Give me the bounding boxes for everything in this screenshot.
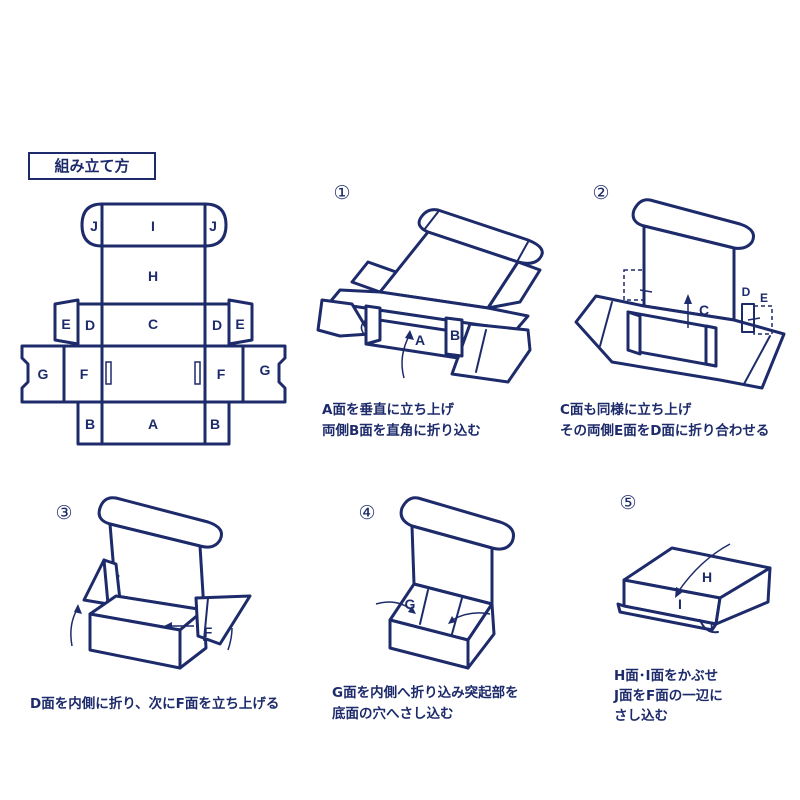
- step3-flap-f: [194, 594, 252, 646]
- step5-flap-j: [699, 619, 719, 634]
- step-1-caption-line-2: 両側B面を直角に折り込む: [322, 422, 481, 439]
- step3-arrow-right: [227, 627, 233, 651]
- net-label-i: I: [151, 218, 155, 234]
- net-label-j-left: J: [90, 218, 98, 234]
- step-5-number: ⑤: [619, 492, 636, 514]
- step5-panel-side: [714, 566, 772, 626]
- net-label-b-right: B: [210, 416, 220, 432]
- title-box: 組み立て方: [28, 152, 156, 180]
- step-3-number: ③: [55, 502, 72, 524]
- step-5-caption-line-1: H面･I面をかぶせ: [614, 668, 718, 684]
- net-panel-e-right: [227, 298, 254, 346]
- net-label-f-right: F: [217, 366, 226, 382]
- net-slot-left: [105, 361, 112, 385]
- step1-panel-b-right: [444, 316, 464, 358]
- step2-label-c: C: [699, 302, 709, 318]
- step1-flap-right-back: [486, 260, 542, 310]
- net-panel-g-right: [241, 344, 287, 404]
- step5-label-h: H: [702, 569, 712, 585]
- step2-wall-left: [626, 310, 642, 356]
- step-2-caption-line-2: その両側E面をD面に折り合わせる: [560, 422, 769, 439]
- step4-label-g: G: [405, 596, 416, 612]
- net-label-e-right: E: [235, 316, 244, 332]
- step2-label-e: E: [760, 291, 768, 305]
- net-panel-b-right: [203, 400, 231, 446]
- step5-lip: [616, 602, 718, 632]
- step4-arrow-left: [375, 601, 413, 611]
- step-1-caption-line-1: A面を垂直に立ち上げ: [322, 401, 454, 418]
- net-label-d-right: D: [212, 317, 222, 333]
- step2-label-d: D: [742, 285, 751, 299]
- net-label-g-right: G: [260, 362, 271, 378]
- step-5-caption-line-3: さし込む: [614, 707, 668, 724]
- step-2-caption-line-1: C面も同様に立ち上げ: [560, 401, 692, 418]
- step2-arrow-left: [639, 289, 653, 293]
- net-label-f-left: F: [80, 366, 89, 382]
- flat-net: J I J H C E D D E G F F G B A B: [20, 202, 287, 446]
- step1-arrow-fold: [360, 319, 367, 335]
- net-label-h: H: [148, 268, 158, 284]
- step5-label-j: J: [707, 619, 714, 633]
- step-2-number: ②: [592, 182, 609, 204]
- step5-label-i: I: [678, 596, 682, 612]
- step5-arrow-lid: [677, 543, 731, 593]
- step1-wing-right: [450, 322, 532, 384]
- step2-flap-e-left: [623, 269, 645, 301]
- step-5-illustration: ⑤ H I J H面･I面をかぶせ J面をF面の一辺に さし込む: [613, 492, 772, 724]
- step2-panel-d: [741, 303, 755, 333]
- net-label-d-left: D: [85, 317, 95, 333]
- step1-label-b: B: [450, 327, 460, 343]
- step4-arrow-right: [451, 612, 491, 621]
- step-3-caption: D面を内側に折り、次にF面を立ち上げる: [30, 695, 279, 712]
- step-2-illustration: ② C D E C面も同様に立ち上げ その両側E面をD面に折り合わせる: [560, 182, 786, 439]
- step3-label-f: F: [204, 624, 213, 640]
- step4-box-side: [466, 602, 496, 670]
- net-panel-h: [100, 244, 207, 306]
- net-label-a: A: [148, 416, 158, 432]
- step-3-illustration: ③ F D面を内側に折り、次にF面を立ち上げる: [30, 496, 279, 712]
- step-4-illustration: ④ G G面を内側へ折り込み突起部を 底面の穴へさし込む: [332, 496, 519, 722]
- step2-arrow-right: [747, 317, 761, 321]
- step-1-number: ①: [333, 182, 350, 204]
- net-label-c: C: [148, 316, 158, 332]
- step1-label-a: A: [415, 332, 425, 348]
- net-label-j-right: J: [209, 218, 217, 234]
- net-panel-a: [100, 400, 207, 446]
- net-panel-bottom: [100, 344, 207, 404]
- net-label-e-left: E: [61, 316, 70, 332]
- step-5-caption-line-2: J面をF面の一辺に: [613, 688, 723, 704]
- step3-arrow-left: [70, 607, 79, 647]
- net-label-g-left: G: [38, 366, 49, 382]
- net-slot-right: [194, 361, 201, 385]
- step-4-number: ④: [358, 502, 375, 524]
- step-4-caption-line-1: G面を内側へ折り込み突起部を: [332, 684, 519, 701]
- net-panel-c: [100, 302, 207, 348]
- title: 組み立て方: [54, 157, 130, 175]
- step-4-caption-line-2: 底面の穴へさし込む: [332, 705, 454, 722]
- step2-wall-right: [704, 324, 718, 368]
- step1-panel-b-left: [364, 304, 382, 346]
- step-1-illustration: ① A B A面を垂直に立ち上げ 両側B面を: [316, 182, 544, 439]
- step1-wing-left: [316, 298, 372, 338]
- net-label-b-left: B: [85, 416, 95, 432]
